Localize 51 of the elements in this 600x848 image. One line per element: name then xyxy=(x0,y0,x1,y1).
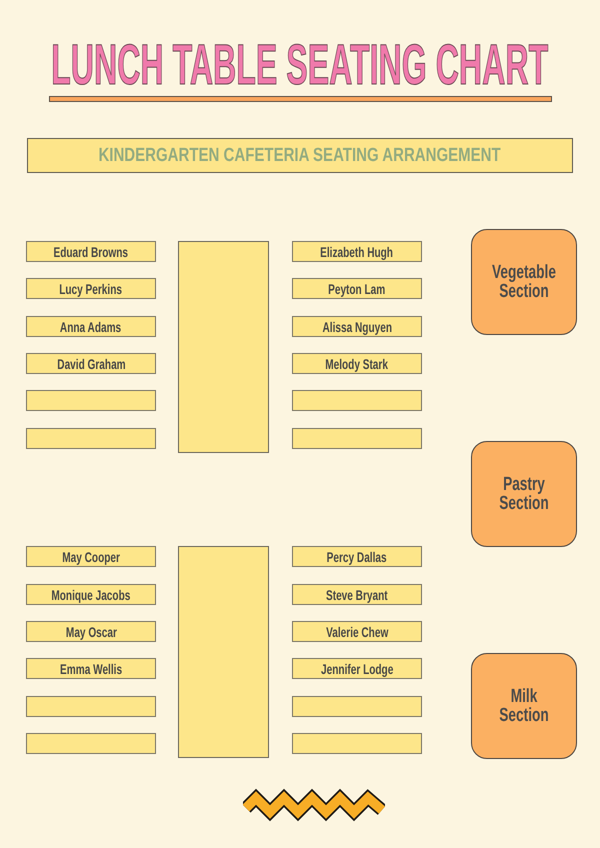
student-name: Valerie Chew xyxy=(326,624,388,640)
subtitle-banner xyxy=(27,138,573,173)
student-name: Elizabeth Hugh xyxy=(320,244,394,260)
empty-seat-card xyxy=(26,696,156,717)
student-name: Monique Jacobs xyxy=(52,586,130,602)
student-name: David Graham xyxy=(56,356,126,372)
seat-card xyxy=(292,353,422,374)
seat-card xyxy=(26,621,156,642)
student-name: Jennifer Lodge xyxy=(320,660,394,676)
empty-seat-card xyxy=(26,428,156,449)
empty-seat-card xyxy=(26,733,156,754)
lunch-table xyxy=(178,546,269,758)
student-name: Anna Adams xyxy=(60,318,122,334)
empty-seat-card xyxy=(26,390,156,411)
seat-card xyxy=(292,658,422,679)
student-name: Melody Stark xyxy=(326,356,388,372)
empty-seat-card xyxy=(292,733,422,754)
student-name: Steve Bryant xyxy=(326,586,388,602)
seat-card xyxy=(26,546,156,567)
student-name: May Cooper xyxy=(62,548,120,564)
food-section-card xyxy=(471,229,577,335)
seat-card xyxy=(26,658,156,679)
seat-card xyxy=(292,584,422,605)
empty-seat-card xyxy=(292,428,422,449)
student-name: Peyton Lam xyxy=(328,280,386,296)
empty-seat-card xyxy=(292,696,422,717)
seat-card xyxy=(26,353,156,374)
student-name: Eduard Browns xyxy=(54,244,128,260)
seat-card xyxy=(26,584,156,605)
seat-card xyxy=(292,621,422,642)
chart-title: LUNCH TABLE SEATING CHART xyxy=(51,37,549,94)
food-section-card xyxy=(471,441,577,547)
seat-card xyxy=(26,316,156,337)
student-name: Percy Dallas xyxy=(327,548,387,564)
seat-card xyxy=(292,546,422,567)
seat-card xyxy=(292,278,422,299)
subtitle-text: KINDERGARTEN CAFETERIA SEATING ARRANGEMENT xyxy=(98,144,502,166)
student-name: Emma Wellis xyxy=(60,660,122,676)
student-name: Alissa Nguyen xyxy=(322,318,392,334)
section-label: Vegetable Section xyxy=(491,263,557,301)
section-label: Milk Section xyxy=(498,687,550,725)
seat-card xyxy=(292,241,422,262)
student-name: May Oscar xyxy=(66,624,116,640)
seat-card xyxy=(26,278,156,299)
food-section-card xyxy=(471,653,577,759)
seat-card xyxy=(292,316,422,337)
empty-seat-card xyxy=(292,390,422,411)
seat-card xyxy=(26,241,156,262)
lunch-table xyxy=(178,241,269,453)
section-label: Pastry Section xyxy=(498,475,550,513)
student-name: Lucy Perkins xyxy=(60,280,122,296)
